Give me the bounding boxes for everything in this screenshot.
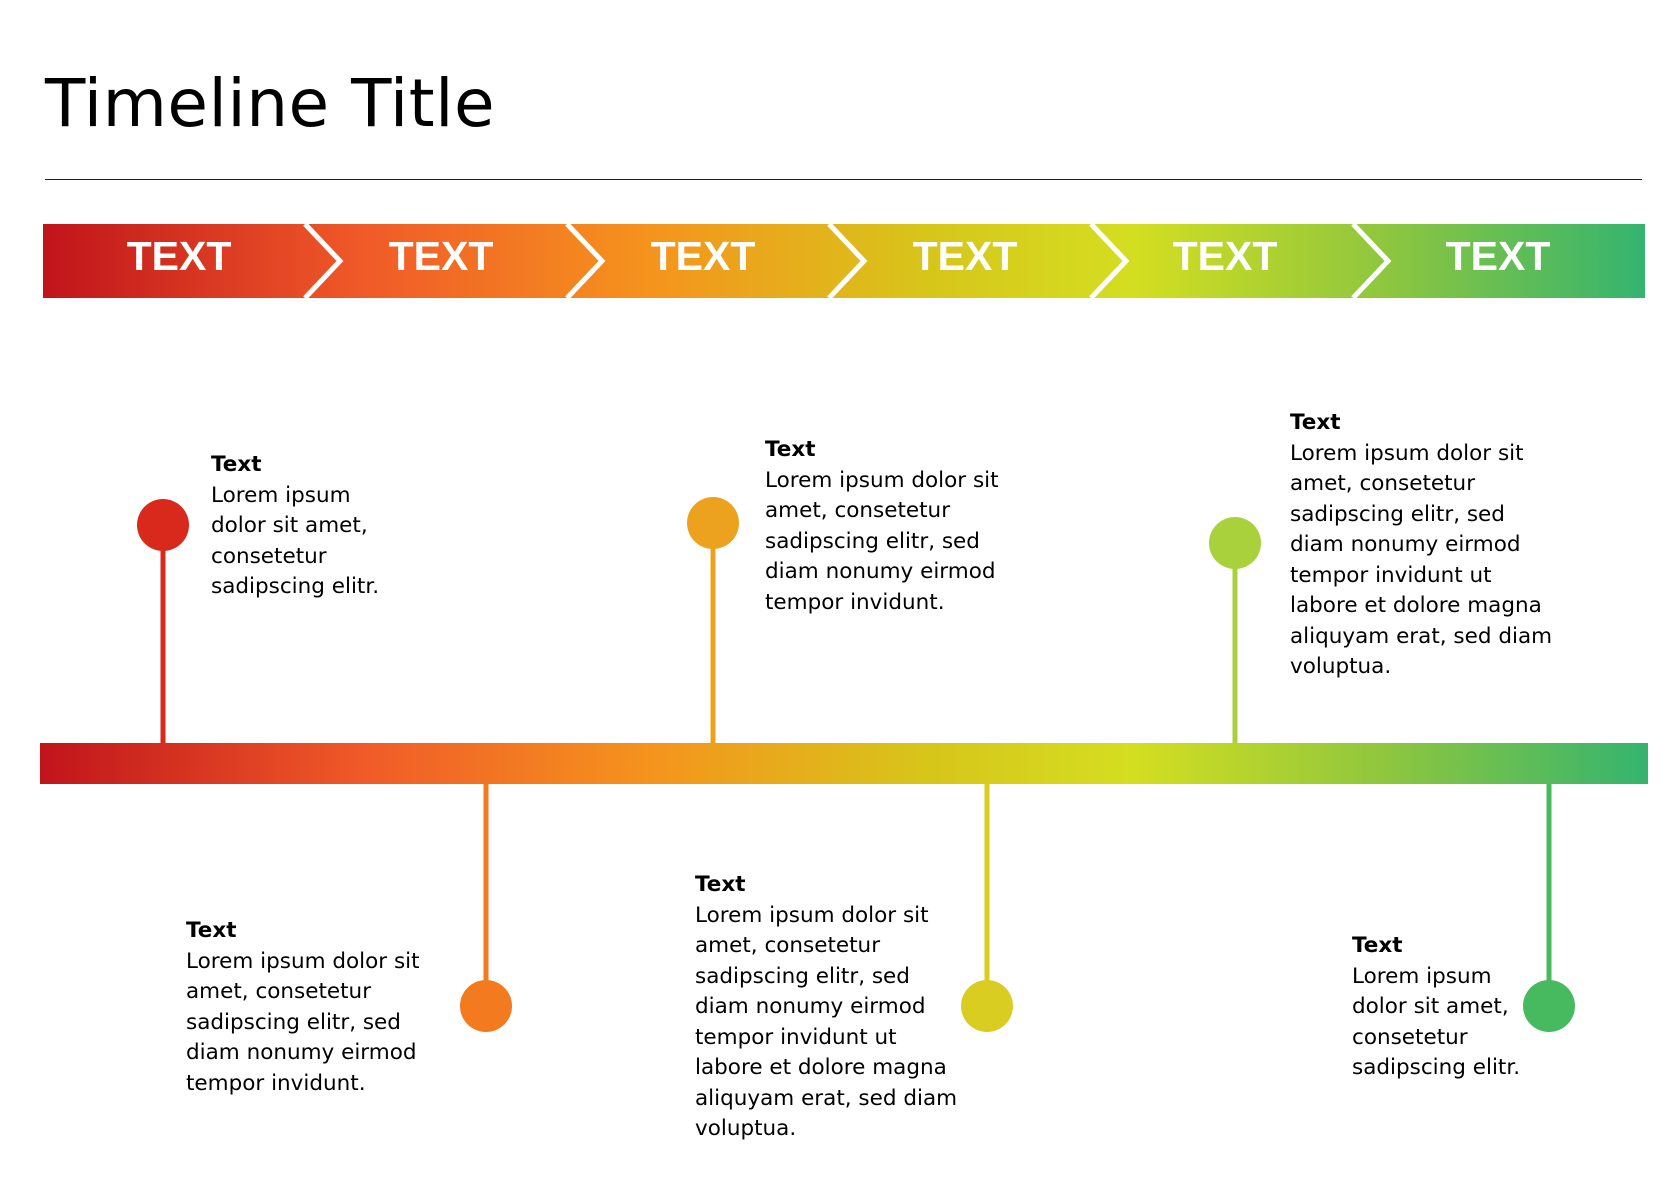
chevron-separator: [1089, 222, 1130, 300]
event-4-marker: [961, 980, 1013, 1032]
timeline-axis: [40, 743, 1648, 784]
chevron-separator: [565, 222, 606, 300]
event-1-marker: [137, 499, 189, 551]
event-1-heading: Text: [211, 452, 262, 477]
event-3-marker: [687, 497, 739, 549]
event-3-heading: Text: [765, 437, 816, 462]
chevron-label-4: TEXT: [913, 233, 1018, 279]
event-2-marker: [460, 980, 512, 1032]
chevron-label-3: TEXT: [651, 233, 756, 279]
chevron-label-6: TEXT: [1446, 233, 1551, 279]
chevron-label-2: TEXT: [389, 233, 494, 279]
event-4-heading: Text: [695, 872, 746, 897]
event-6-marker: [1523, 980, 1575, 1032]
event-2-heading: Text: [186, 918, 237, 943]
chevron-label-1: TEXT: [127, 233, 232, 279]
chevron-separator: [303, 222, 344, 300]
title-divider: [45, 179, 1642, 180]
event-6-heading: Text: [1352, 933, 1403, 958]
page-title: Timeline Title: [45, 65, 496, 142]
phase-chevron-bar: TEXT TEXT TEXT TEXT TEXT TEXT: [43, 222, 1645, 300]
event-5-heading: Text: [1290, 410, 1341, 435]
chevron-label-5: TEXT: [1173, 233, 1278, 279]
chevron-separator: [1351, 222, 1392, 300]
chevron-separator: [827, 222, 868, 300]
event-5-marker: [1209, 517, 1261, 569]
